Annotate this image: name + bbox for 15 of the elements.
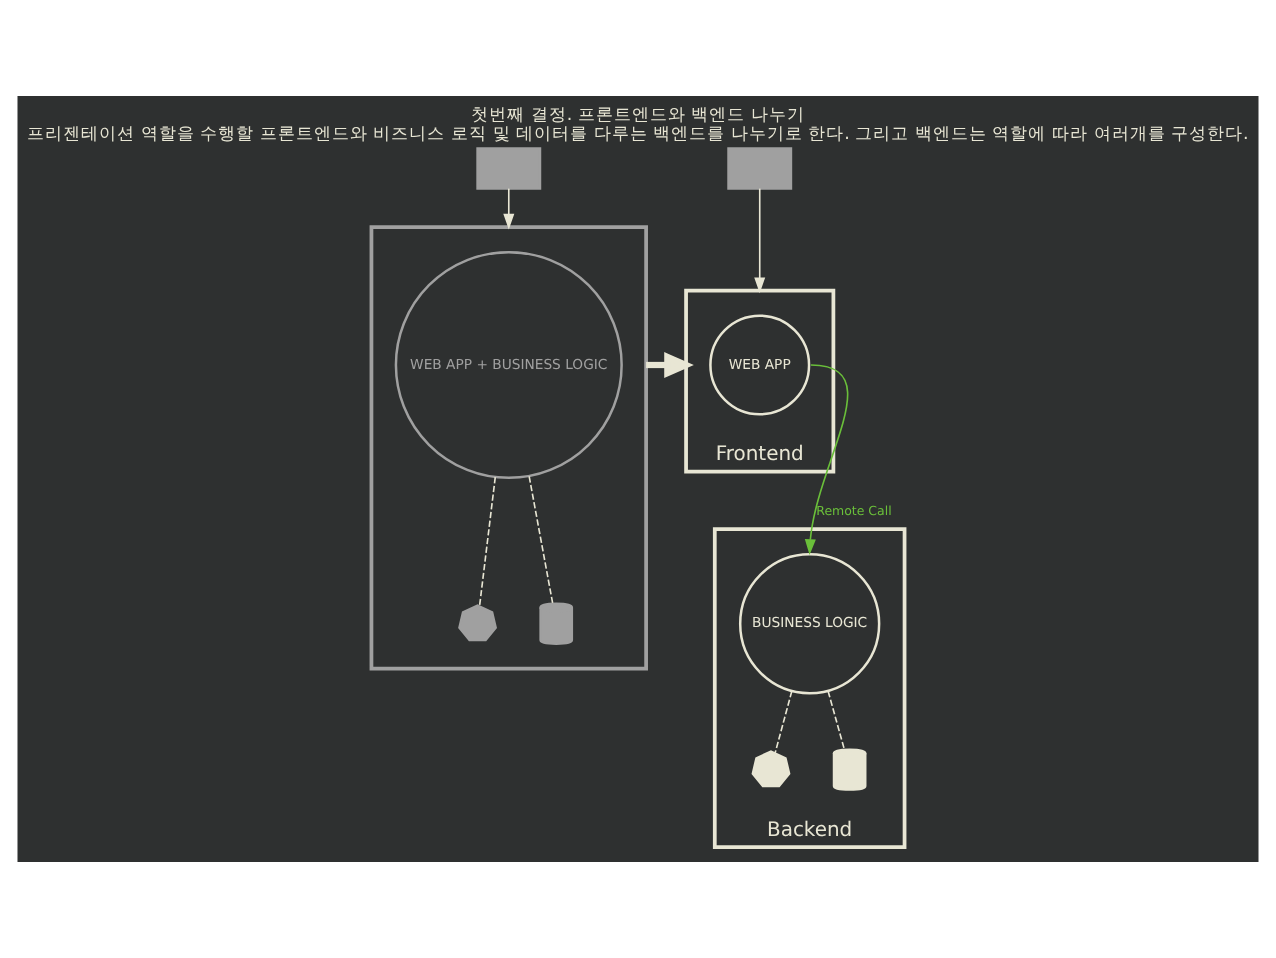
connector (774, 690, 793, 755)
connector (528, 475, 554, 605)
connector (827, 690, 846, 750)
arrow (503, 187, 515, 230)
arrow (754, 187, 766, 294)
node-gears (458, 604, 498, 642)
node-gears (751, 750, 791, 788)
node-monitor (476, 147, 542, 190)
arrow (646, 352, 694, 378)
connector (478, 476, 497, 608)
caption: 프리젠테이션 역할을 수행할 프론트엔드와 비즈니스 로직 및 데이터를 다루는 백엔드를 나누기로 한다. 그리고 백엔드는 역할에 따라 여러개를 구성한다. (27, 124, 1249, 145)
cluster (369, 225, 648, 671)
node-monitor (727, 147, 793, 190)
diagram-title: 첫번째 결정. 프론트엔드와 백엔드 나누기 (471, 105, 805, 126)
arrow (804, 364, 849, 556)
